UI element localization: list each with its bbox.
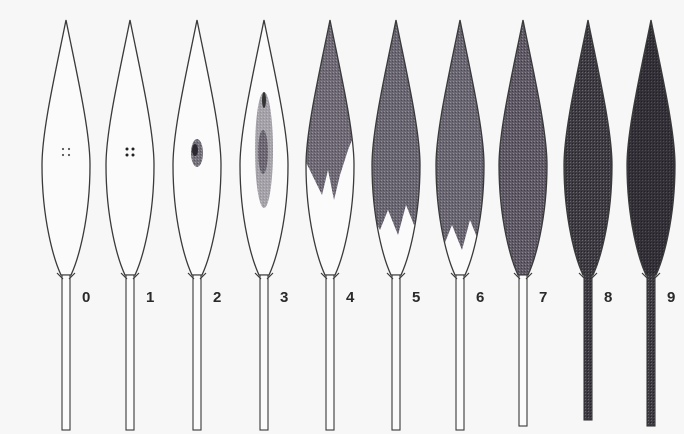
leaf-7: 7 <box>493 0 553 426</box>
leaf-stem <box>584 275 592 420</box>
leaf-lesion <box>191 139 203 167</box>
leaf-stem <box>260 275 268 430</box>
leaf-label: 7 <box>539 289 547 306</box>
leaf-lesion <box>366 0 426 235</box>
leaf-label: 5 <box>412 289 420 306</box>
leaf-label: 8 <box>604 289 612 306</box>
leaf-9: 9 <box>621 0 681 426</box>
leaf-stem <box>647 275 655 426</box>
leaf-label: 9 <box>667 289 675 306</box>
leaf-stem <box>456 275 464 430</box>
leaf-6: 6 <box>430 0 490 430</box>
leaf-lesion <box>255 92 273 208</box>
leaf-2: 2 <box>173 20 221 430</box>
leaf-label: 4 <box>346 289 355 306</box>
leaf-label: 0 <box>82 289 90 306</box>
leaf-lesion <box>621 0 681 280</box>
leaf-lesion <box>558 0 618 280</box>
leaf-8: 8 <box>558 0 618 420</box>
leaf-label: 6 <box>476 289 484 306</box>
leaf-stem <box>62 275 70 430</box>
leaf-label: 3 <box>280 289 288 306</box>
leaf-4: 4 <box>300 0 360 430</box>
leaf-lesion <box>493 0 553 280</box>
leaf-label: 1 <box>146 289 154 306</box>
leaf-stem <box>126 275 134 430</box>
leaf-stem <box>326 275 334 430</box>
leaf-3: 3 <box>240 20 288 430</box>
leaf-stem <box>392 275 400 430</box>
leaf-0: 0 <box>42 20 90 430</box>
leaf-5: 5 <box>366 0 426 430</box>
leaf-stem <box>519 275 527 426</box>
leaf-label: 2 <box>213 289 221 306</box>
leaf-1: 1 <box>106 20 154 430</box>
leaf-stem <box>193 275 201 430</box>
